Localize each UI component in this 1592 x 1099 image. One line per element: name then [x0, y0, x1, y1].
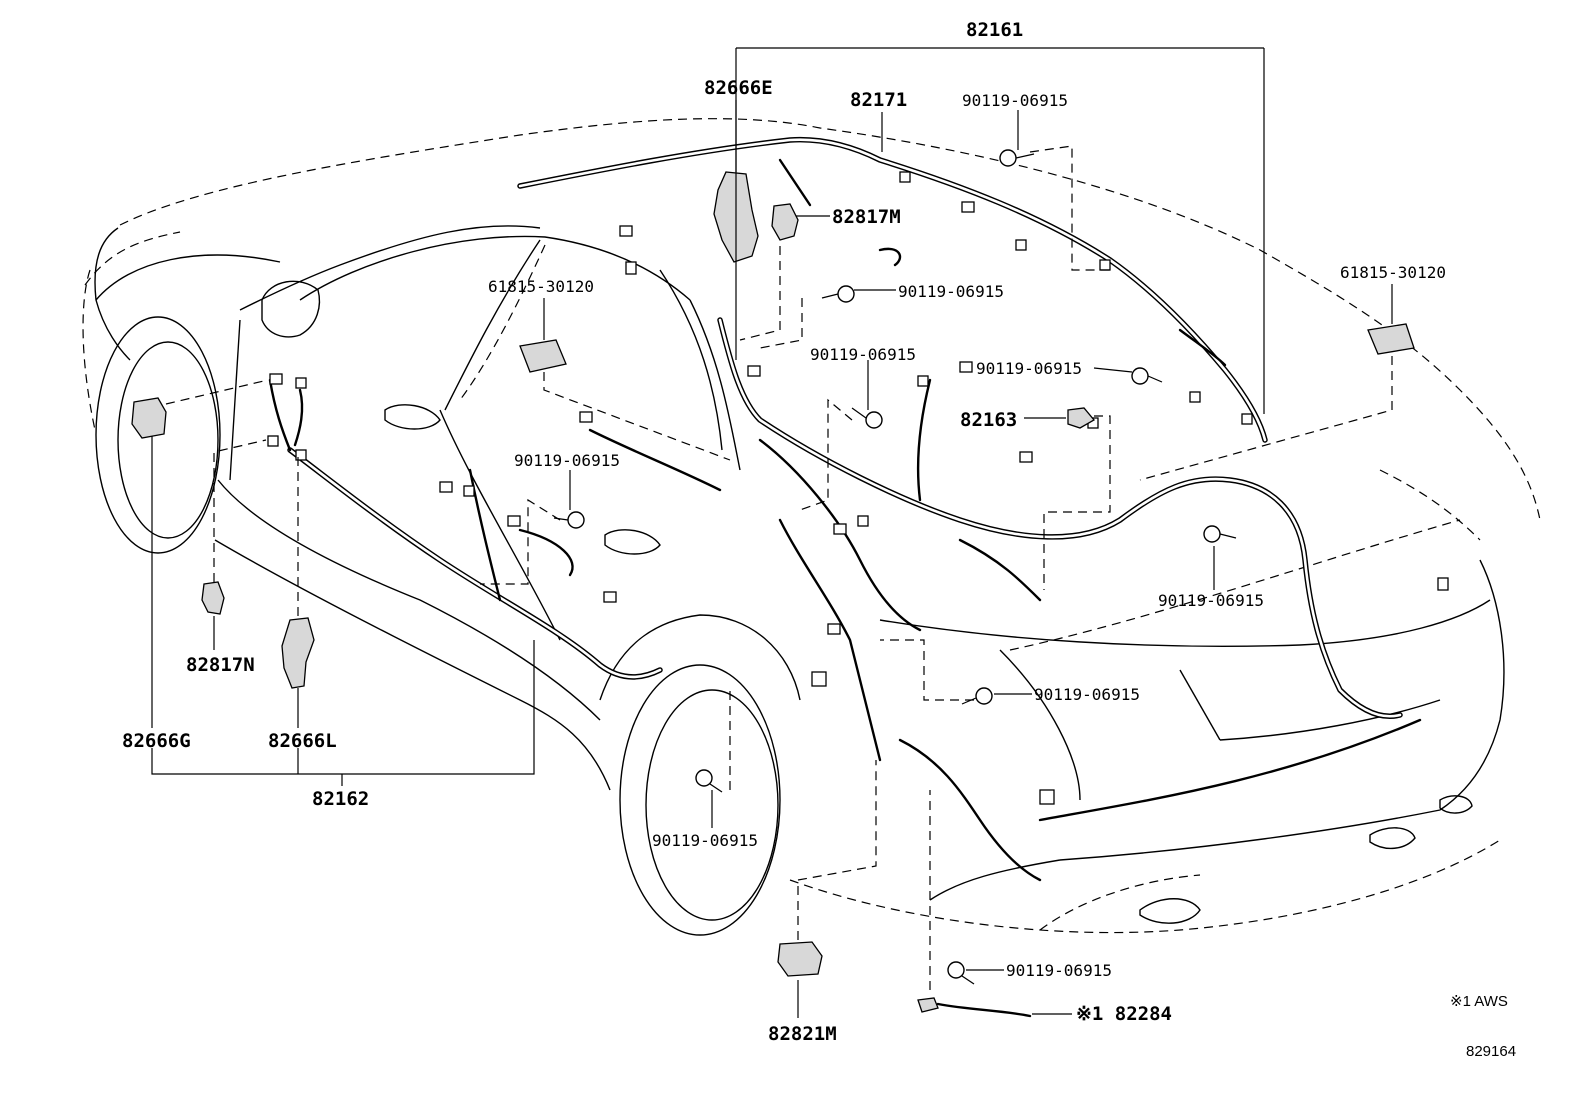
floor-harness-82161: [717, 317, 1422, 882]
label-82171: 82171: [850, 89, 907, 111]
label-bolt-right-mid: 90119-06915: [1158, 591, 1264, 610]
label-bolt-bottom: 90119-06915: [1006, 961, 1112, 980]
bolt-icon: [961, 687, 993, 705]
leader-lines: [151, 47, 1393, 1018]
pad-61815-left: [519, 339, 567, 373]
relay-82821m: [777, 941, 823, 977]
bolt-icon: [947, 961, 975, 985]
label-bolt-center-lower: 90119-06915: [1034, 685, 1140, 704]
label-82161: 82161: [966, 19, 1023, 41]
bolt-icon: [1203, 525, 1237, 543]
label-82817m: 82817M: [832, 206, 901, 228]
bracket-82666l: [281, 617, 315, 689]
label-82817n: 82817N: [186, 654, 255, 676]
clamp-82817m: [771, 203, 799, 241]
label-82284: ※1 82284: [1076, 1003, 1172, 1025]
label-bolt-center-upper: 90119-06915: [898, 282, 1004, 301]
label-bolt-left-mid: 90119-06915: [514, 451, 620, 470]
label-82666g: 82666G: [122, 730, 191, 752]
illustration-number: 829164: [1466, 1043, 1516, 1060]
bolt-icon: [821, 285, 855, 303]
connector-82163: [1067, 407, 1095, 429]
cowl-side-harness-82162: [268, 378, 722, 680]
label-82821m: 82821M: [768, 1023, 837, 1045]
label-82163: 82163: [960, 409, 1017, 431]
label-bolt-right-upper: 90119-06915: [976, 359, 1082, 378]
label-82666l: 82666L: [268, 730, 337, 752]
bolt-icons: [553, 149, 1237, 985]
label-bolt-center-mid: 90119-06915: [810, 345, 916, 364]
part-labels: 82161 82666E 82171 90119-06915 82817M 90…: [122, 19, 1516, 1060]
bolt-icon: [553, 511, 585, 529]
bolt-icon: [999, 149, 1035, 167]
pad-61815-right: [1367, 323, 1415, 355]
roof-harness-82171: [517, 136, 1268, 443]
label-82666e: 82666E: [704, 77, 773, 99]
bolt-icon: [851, 407, 883, 429]
bolt-icon: [1131, 367, 1163, 385]
label-61815-left: 61815-30120: [488, 277, 594, 296]
bracket-82666g: [131, 397, 167, 439]
bolt-icon: [695, 769, 723, 793]
label-bolt-top-right: 90119-06915: [962, 91, 1068, 110]
label-82162: 82162: [312, 788, 369, 810]
label-61815-right: 61815-30120: [1340, 263, 1446, 282]
car-body-outline: [82, 118, 1541, 936]
footnote-aws: ※1 AWS: [1450, 993, 1508, 1010]
clamp-82817n: [201, 581, 225, 615]
connector-blocks: [267, 171, 1449, 805]
label-bolt-front-wheel: 90119-06915: [652, 831, 758, 850]
sensor-82284: [917, 997, 939, 1013]
